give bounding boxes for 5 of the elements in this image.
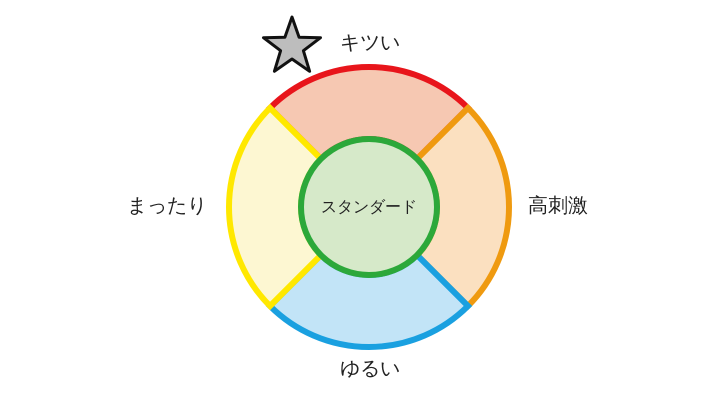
segment-label: 高刺激 [528,195,588,215]
segment-label: ゆるい [340,358,400,378]
segment-label: キツい [340,32,400,52]
circle-label: スタンダード [321,199,417,215]
segment-label: まったり [127,195,207,215]
